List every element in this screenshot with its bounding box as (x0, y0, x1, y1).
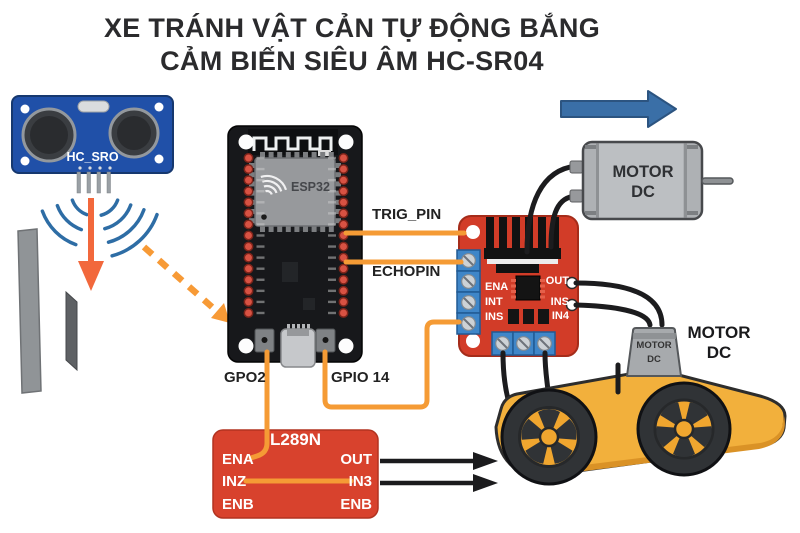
esp32-board (227, 125, 363, 368)
l298n-driver-board (456, 215, 579, 357)
driver-pin-out: OUT (545, 275, 569, 287)
gpio14-wire (322, 319, 462, 410)
usb-connector (280, 324, 316, 368)
esp32-header-pins (243, 153, 349, 318)
hcsr04-sensor (11, 95, 174, 194)
left-motor-outer-label2: DC (706, 343, 732, 362)
driver-pin-int: INT (485, 296, 503, 308)
logic-box-title: L289N (269, 430, 322, 449)
logic-box-enb: ENB (222, 496, 254, 513)
logic-box-inz: INZ (222, 473, 247, 490)
logic-box (212, 429, 498, 519)
logic-box-out: OUT (340, 451, 372, 468)
mount-pads (254, 328, 336, 353)
esp32-chip-label: ESP32 (291, 180, 330, 194)
obstacle-bar (65, 290, 78, 372)
trig-pin-label: TRIG_PIN (372, 206, 442, 223)
gpio14-label: GPIO 14 (331, 369, 390, 386)
sensor-label: HC_SRO (66, 150, 119, 164)
left-motor-outer-label1: MOTOR (687, 323, 751, 342)
forward-arrow (560, 90, 677, 128)
gpo2-label: GPO2 (224, 369, 266, 386)
page-title-line2: CẢM BIẾN SIÊU ÂM HC-SR04 (160, 46, 544, 76)
smd-components (508, 309, 549, 324)
sound-waves (40, 198, 159, 258)
driver-pin-in4: IN4 (551, 310, 569, 322)
right-motor (569, 140, 734, 221)
motor-wires (500, 163, 665, 402)
logic-box-enb2: ENB (340, 496, 372, 513)
antenna-trace (252, 136, 333, 151)
chip-pin-stubs (249, 152, 341, 232)
sensor-pin-marks (78, 166, 112, 170)
driver-ic (511, 275, 545, 301)
wheel-spokes (521, 402, 712, 464)
left-motor-inner-label1: MOTOR (636, 340, 672, 351)
terminal-screws (461, 253, 552, 351)
motor-shaft (701, 177, 734, 185)
sensor-pins (76, 171, 111, 194)
echo-pin-label: ECHOPIN (372, 263, 441, 280)
right-motor-label1: MOTOR (612, 163, 674, 181)
page-title-line1: XE TRÁNH VẬT CẢN TỰ ĐỘNG BẮNG (103, 13, 601, 43)
signal-dashed-arrow (141, 244, 230, 323)
driver-pin-ins2: INS (550, 296, 569, 308)
left-motor-inner-label2: DC (647, 354, 661, 365)
gpo2-wire (248, 349, 270, 461)
wall-bar (17, 228, 42, 394)
transducer-left (21, 107, 77, 163)
sensor-crystal (77, 100, 110, 113)
driver-pin-ena: ENA (485, 281, 509, 293)
transducer-right (108, 107, 160, 159)
right-motor-label2: DC (631, 183, 655, 201)
signal-wires (243, 230, 467, 484)
logic-box-ena: ENA (222, 451, 254, 468)
echo-down-arrow (78, 198, 104, 291)
logic-box-in3: IN3 (348, 473, 372, 490)
wheels (500, 381, 732, 486)
obstacle-and-waves (17, 198, 230, 394)
driver-pin-ins: INS (485, 311, 504, 323)
left-motor (626, 327, 682, 377)
